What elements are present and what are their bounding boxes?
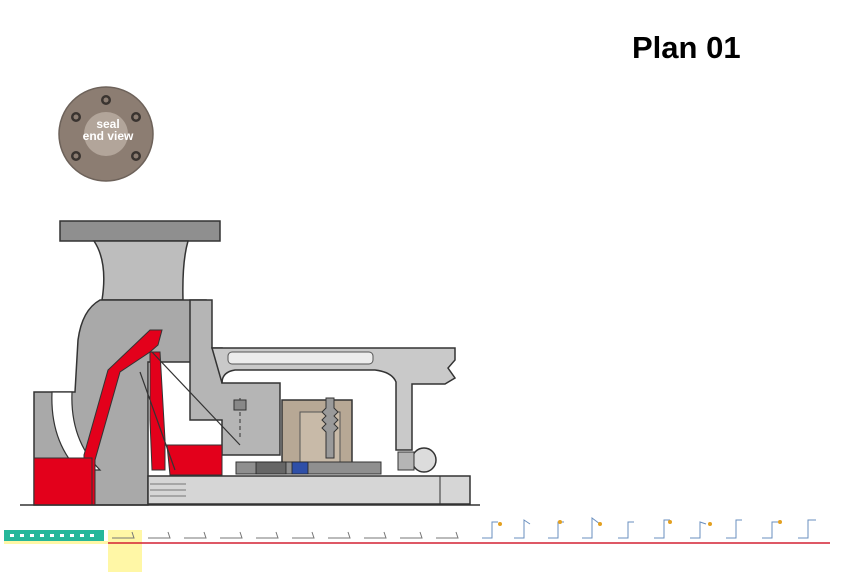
nav-green-dots [10,534,94,537]
wear-ring [33,457,93,506]
nav-thumbnail-accents [498,520,782,526]
pump-cross-section [20,220,480,506]
shaft [147,475,471,505]
seal-spring [255,461,287,475]
seal-ring-blue [291,461,309,475]
seal-end-view-icon: seal end view [58,86,158,186]
impeller-line-b [139,371,176,471]
bearing-race [397,451,415,471]
discharge-nozzle [92,240,189,301]
discharge-flange [59,220,221,242]
plan-title: Plan 01 [632,30,741,65]
nav-yellow-bar [4,541,108,544]
plan-thumbnail-strip [4,517,830,572]
bearing-ball [411,447,437,473]
vent-plug [233,399,247,411]
flush-tap [321,397,339,459]
impeller-line-a [151,351,241,446]
casing-cover [189,299,281,456]
impeller-back [166,444,223,476]
seal-end-view-graphic [58,86,154,182]
nav-current-marker[interactable] [108,530,142,572]
nav-thumbnails [112,531,459,539]
shaft-thread [150,483,186,497]
nav-thumbnails-detailed [482,517,816,539]
oil-channel [227,351,374,365]
volute-inner-curve [51,391,102,471]
impeller-vane [149,351,166,471]
seal-end-view-label: seal end view [82,117,134,143]
bearing-frame [211,347,457,451]
